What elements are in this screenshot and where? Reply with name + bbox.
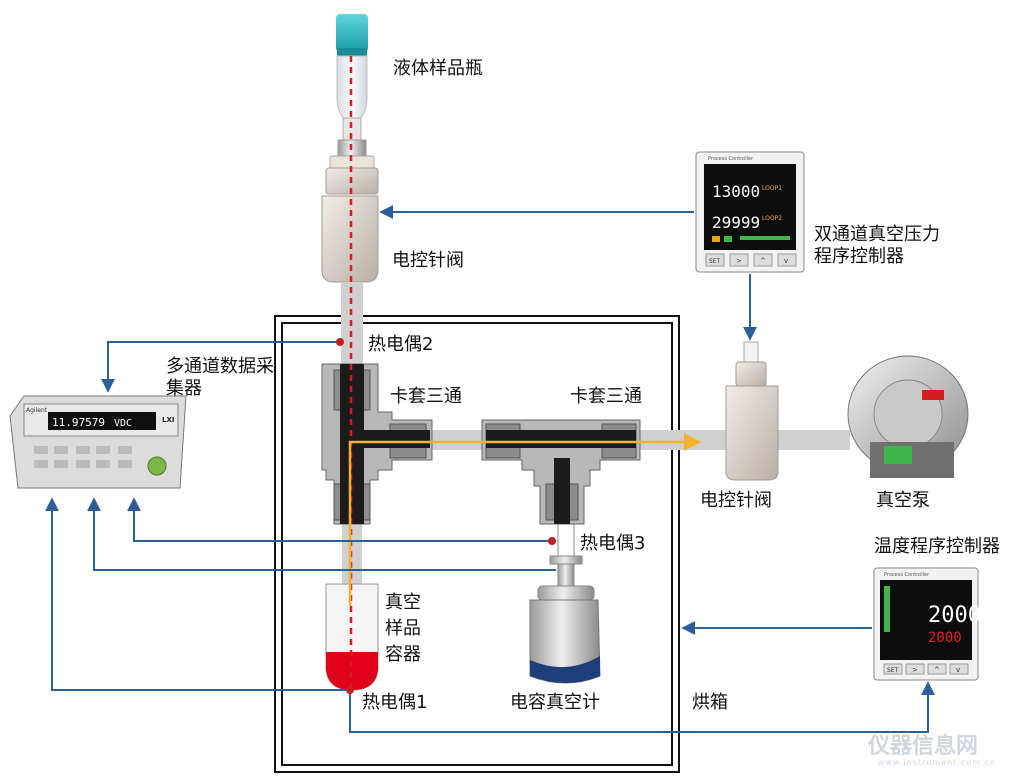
vacuum-pump [847,355,969,478]
temp-ctrl-key-down: v [956,666,960,674]
pressure-ctrl-header: Process Controller [708,156,754,162]
needle-valve-right [725,341,779,481]
label-needle-valve-top: 电控针阀 [392,250,464,271]
daq-logo: LXI [162,416,174,424]
label-thermocouple-2: 热电偶2 [368,334,434,355]
pressure-ctrl-tag2: LOOP2 [762,215,782,222]
liquid-bottle [336,14,368,141]
label-capacitance-gauge: 电容真空计 [510,692,600,713]
label-vacuum-pump: 真空泵 [876,490,930,511]
temp-ctrl-pv: 2000 [928,603,981,628]
vacuum-container [325,583,379,691]
label-daq: 多通道数据采集器 [166,356,274,399]
label-needle-valve-right: 电控针阀 [700,490,772,511]
label-dual-pressure-controller: 双通道真空压力程序控制器 [814,224,940,267]
label-tee-right: 卡套三通 [570,386,642,407]
pressure-ctrl-key-shift: > [736,257,742,265]
oven-frame [274,315,680,773]
pressure-ctrl-key-up: ^ [760,257,766,265]
thermocouple-3-dot [548,537,556,545]
thermocouple-2-dot [336,338,344,346]
label-oven: 烘箱 [692,692,728,713]
pressure-controller: Process Controller 13000 LOOP1 29999 LOO… [695,151,805,273]
daq-unit: VDC [114,418,132,429]
label-temperature-controller: 温度程序控制器 [874,536,1000,557]
temp-ctrl-key-shift: > [912,666,918,674]
daq-keypad [34,446,167,476]
capacitance-gauge [529,555,601,684]
temp-ctrl-header: Process Controller [884,572,930,578]
pressure-ctrl-pv: 13000 [712,182,760,201]
label-thermocouple-1: 热电偶1 [362,692,428,713]
watermark-url: www.instrument.com.cn [878,758,996,767]
tee-fitting-right [481,419,641,525]
label-tee-left: 卡套三通 [390,386,462,407]
label-liquid-bottle: 液体样品瓶 [393,58,483,79]
temp-ctrl-key-set: SET [887,667,899,674]
label-vacuum-container: 真空样品容器 [385,592,421,665]
temp-ctrl-sv: 2000 [928,630,962,646]
daq-reading: 11.97579 [52,416,105,429]
temp-ctrl-keys: SET > ^ v [883,663,969,675]
label-thermocouple-3: 热电偶3 [580,533,646,554]
pressure-ctrl-tag1: LOOP1 [762,185,782,192]
pressure-ctrl-key-down: v [784,257,788,265]
watermark-logo: 仪器信息网 [868,734,979,759]
daq-brand: Agilent [26,407,48,414]
vacuum-flow-path [348,433,702,606]
thermocouple-1-dot [346,686,354,694]
pressure-ctrl-sv: 29999 [712,213,760,232]
temp-ctrl-key-up: ^ [934,666,940,674]
pressure-ctrl-key-set: SET [709,258,721,265]
data-acquisition-unit: Agilent 11.97579 VDC LXI [9,395,187,489]
signal-lines [45,205,935,733]
thermocouple-dots [336,338,556,694]
pressure-ctrl-keys: SET > ^ v [705,253,797,267]
temperature-controller: Process Controller 2000 2000 SET > ^ v [873,567,981,681]
